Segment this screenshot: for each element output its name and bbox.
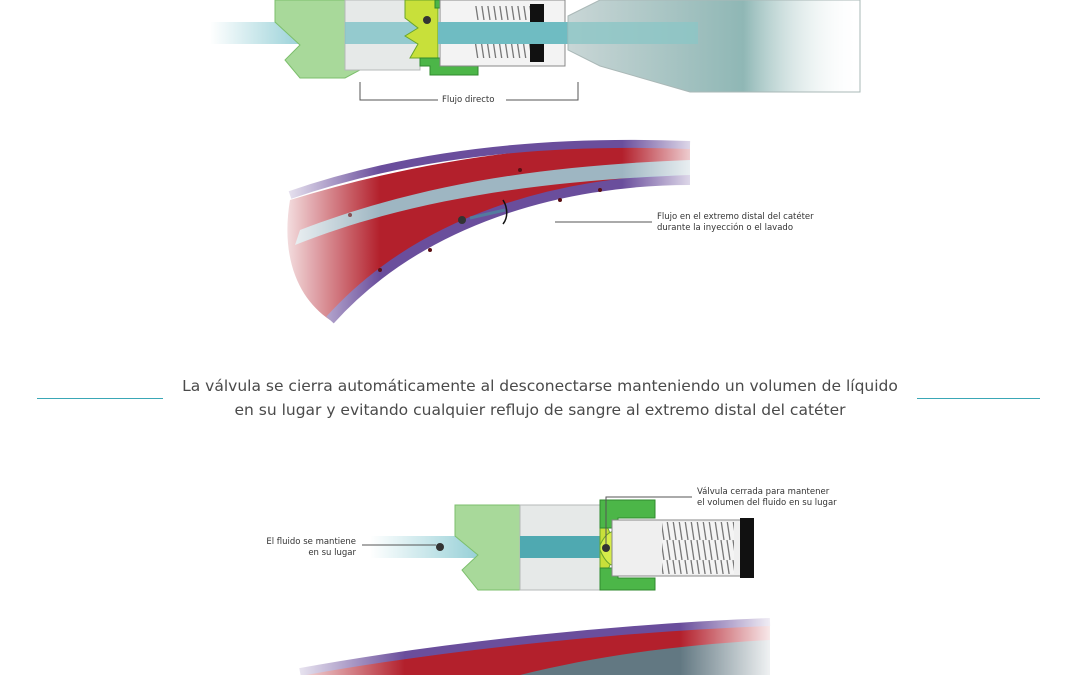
direct-flow-label: Flujo directo: [442, 95, 494, 106]
caption-rule-right: [917, 398, 1040, 399]
fluid-held-label: El fluido se mantiene en su lugar: [238, 537, 356, 559]
closed-valve-label-line2: el volumen del fluido en su lugar: [697, 498, 837, 509]
fluid-held-label-line2: en su lugar: [238, 548, 356, 559]
fluid-held-label-line1: El fluido se mantiene: [238, 537, 356, 548]
caption: La válvula se cierra automáticamente al …: [160, 374, 920, 422]
caption-line1: La válvula se cierra automáticamente al …: [160, 374, 920, 398]
closed-valve-label-line1: Válvula cerrada para mantener: [697, 487, 837, 498]
caption-line2: en su lugar y evitando cualquier reflujo…: [160, 398, 920, 422]
vessel-injection: [270, 130, 710, 330]
caption-rule-left: [37, 398, 163, 399]
vessel-closed: [280, 615, 780, 675]
distal-flow-label: Flujo en el extremo distal del catéter d…: [657, 212, 814, 234]
open-valve-connector: [210, 0, 860, 100]
closed-valve-connector: [362, 497, 754, 590]
distal-flow-label-line1: Flujo en el extremo distal del catéter: [657, 212, 814, 223]
closed-valve-label: Válvula cerrada para mantener el volumen…: [697, 487, 837, 509]
distal-flow-label-line2: durante la inyección o el lavado: [657, 223, 814, 234]
